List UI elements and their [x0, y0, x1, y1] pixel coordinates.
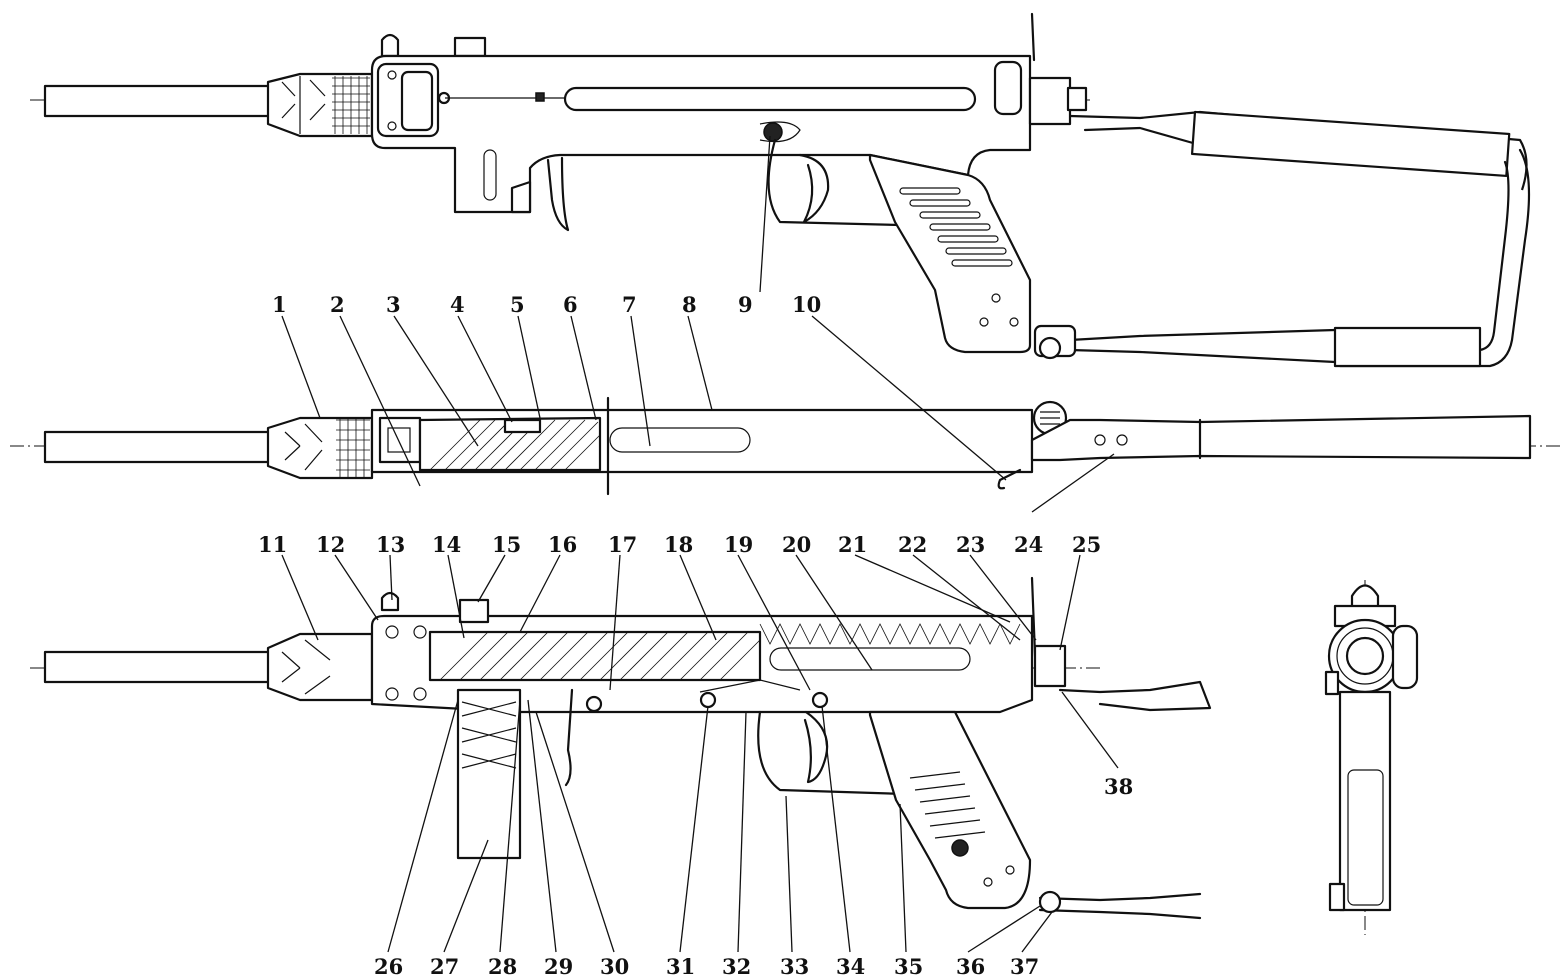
callout-20: 20 — [782, 532, 811, 557]
callout-36: 36 — [956, 954, 985, 979]
callout-9: 9 — [738, 292, 753, 317]
callout-4: 4 — [450, 292, 465, 317]
callout-38: 38 — [1104, 774, 1133, 799]
callout-13: 13 — [376, 532, 405, 557]
callout-3: 3 — [386, 292, 401, 317]
callout-6: 6 — [563, 292, 578, 317]
rear-view — [1324, 580, 1419, 935]
callout-11: 11 — [258, 532, 287, 557]
callout-21: 21 — [838, 532, 867, 557]
callout-24: 24 — [1014, 532, 1043, 557]
callout-33: 33 — [780, 954, 809, 979]
callout-30: 30 — [600, 954, 629, 979]
callout-34: 34 — [836, 954, 865, 979]
callout-8: 8 — [682, 292, 697, 317]
callout-37: 37 — [1010, 954, 1039, 979]
callout-29: 29 — [544, 954, 573, 979]
callout-15: 15 — [492, 532, 521, 557]
callout-31: 31 — [666, 954, 695, 979]
callout-16: 16 — [548, 532, 577, 557]
callout-12: 12 — [316, 532, 345, 557]
callout-labels: 1 2 3 4 5 6 7 8 9 10 11 12 13 14 15 16 1… — [258, 292, 1133, 979]
sectional-view — [30, 554, 1212, 953]
callout-1: 1 — [272, 292, 287, 317]
side-view — [30, 12, 1531, 368]
callout-10: 10 — [792, 292, 821, 317]
callout-25: 25 — [1072, 532, 1101, 557]
callout-17: 17 — [608, 532, 637, 557]
callout-5: 5 — [510, 292, 525, 317]
callout-27: 27 — [430, 954, 459, 979]
callout-26: 26 — [374, 954, 403, 979]
callout-32: 32 — [722, 954, 751, 979]
callout-7: 7 — [622, 292, 637, 317]
callout-19: 19 — [724, 532, 753, 557]
top-view — [10, 315, 1560, 513]
callout-23: 23 — [956, 532, 985, 557]
callout-2: 2 — [330, 292, 345, 317]
callout-14: 14 — [432, 532, 461, 557]
callout-35: 35 — [894, 954, 923, 979]
callout-18: 18 — [664, 532, 693, 557]
callout-22: 22 — [898, 532, 927, 557]
callout-28: 28 — [488, 954, 517, 979]
